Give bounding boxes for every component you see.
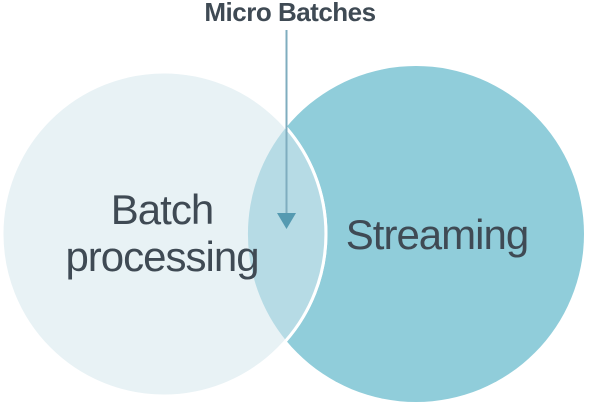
streaming-label: Streaming	[345, 211, 529, 258]
streaming-circle	[248, 66, 584, 402]
arrow-head-icon	[277, 213, 296, 229]
micro-batches-label: Micro Batches	[204, 0, 376, 27]
intersection-border-arc	[284, 126, 328, 342]
batch-processing-label: Batch processing	[65, 186, 259, 280]
intersection-lens	[247, 127, 326, 341]
